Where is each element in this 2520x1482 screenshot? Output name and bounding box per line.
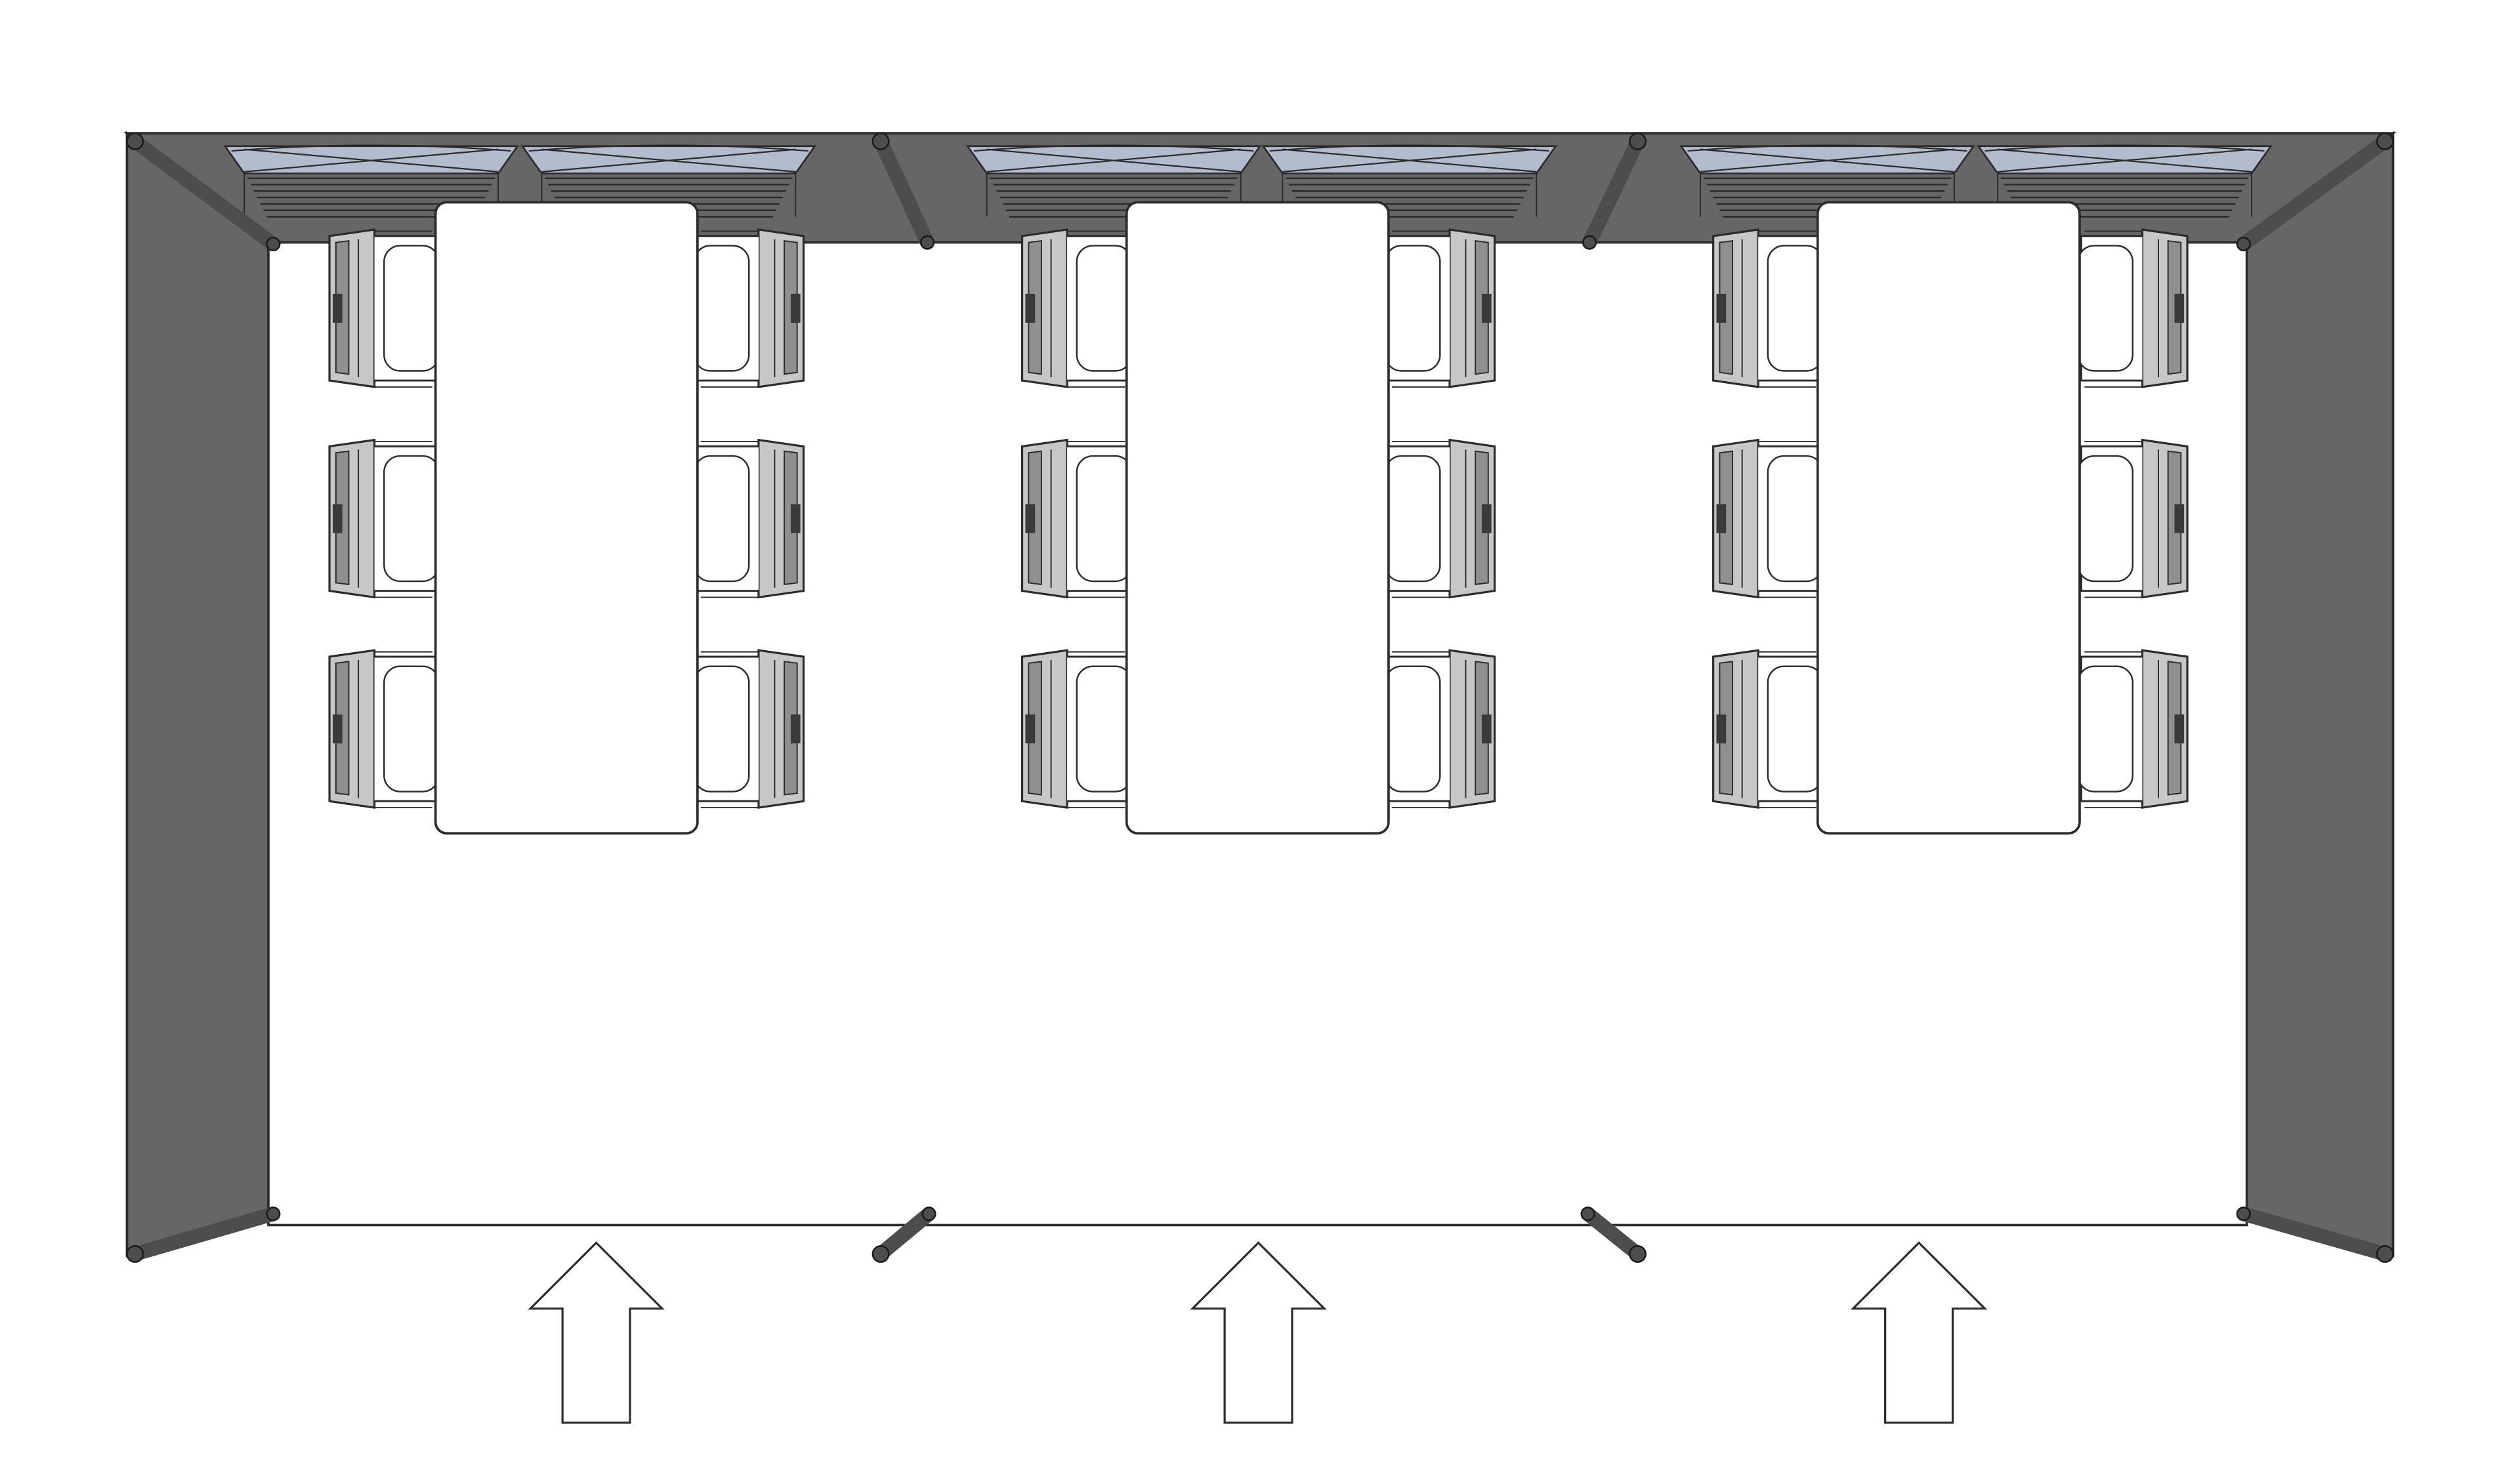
chair (1020, 649, 1133, 809)
chair (1712, 649, 1824, 809)
table (1816, 201, 2081, 835)
chair (1020, 228, 1133, 388)
chair (1385, 650, 1495, 808)
chair (328, 439, 440, 599)
chair (328, 228, 440, 388)
entrance-arrow-left (529, 1241, 663, 1424)
chair (1712, 439, 1824, 599)
chair (694, 440, 804, 598)
table-group-1 (328, 201, 804, 835)
chair (694, 650, 804, 808)
entrance-arrow-right (1852, 1241, 1986, 1424)
chair (2078, 230, 2188, 387)
chair (1385, 440, 1495, 598)
entrance-arrow-center (1191, 1241, 1326, 1424)
right-side-wall (2245, 131, 2395, 1258)
chair (2078, 440, 2188, 598)
table-group-3 (1712, 201, 2188, 835)
left-side-wall (125, 131, 270, 1258)
table (1125, 201, 1390, 835)
support-poles (127, 134, 2393, 1262)
chair (1712, 228, 1824, 388)
chair (1020, 439, 1133, 599)
table (434, 201, 699, 835)
chair (328, 649, 440, 809)
table-group-2 (1020, 201, 1495, 835)
chair (694, 230, 804, 387)
pole-caps (126, 132, 2394, 1263)
chair (1385, 230, 1495, 387)
chair (2078, 650, 2188, 808)
